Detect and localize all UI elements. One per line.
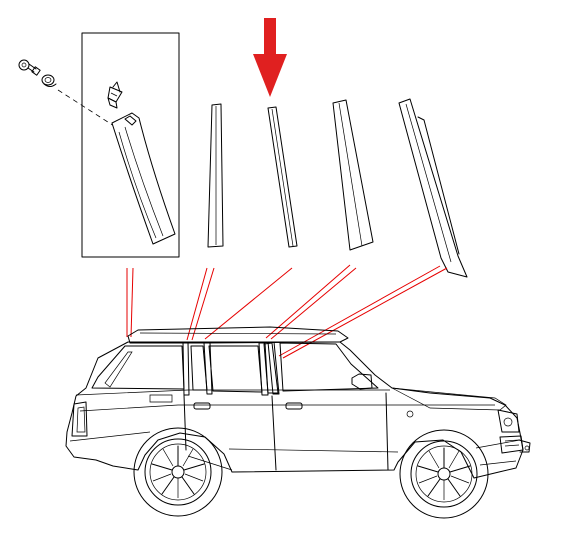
arrow-down-icon <box>253 18 287 97</box>
door-handle-front <box>285 402 303 410</box>
windows <box>91 342 379 394</box>
trim-strip-2 <box>267 106 298 248</box>
doors <box>183 392 389 471</box>
washer-icon <box>41 74 57 87</box>
trim-strip-3 <box>332 99 374 251</box>
vehicle <box>65 326 531 519</box>
clip-icon <box>107 81 123 109</box>
rear-wheel <box>133 427 223 517</box>
leader-lines <box>126 264 448 359</box>
front-end <box>391 387 531 466</box>
roof <box>127 326 349 344</box>
body-outline <box>65 341 524 479</box>
trim-strip-1 <box>207 103 224 248</box>
a-pillar-finisher <box>111 112 176 245</box>
screw-icon <box>18 59 41 76</box>
pillars <box>182 341 280 396</box>
rear-end <box>71 394 173 437</box>
detail-box <box>81 32 180 258</box>
mirror <box>351 373 373 390</box>
door-handle-rear <box>193 402 211 410</box>
front-wheel <box>399 429 489 519</box>
trim-strip-4 <box>398 98 468 278</box>
